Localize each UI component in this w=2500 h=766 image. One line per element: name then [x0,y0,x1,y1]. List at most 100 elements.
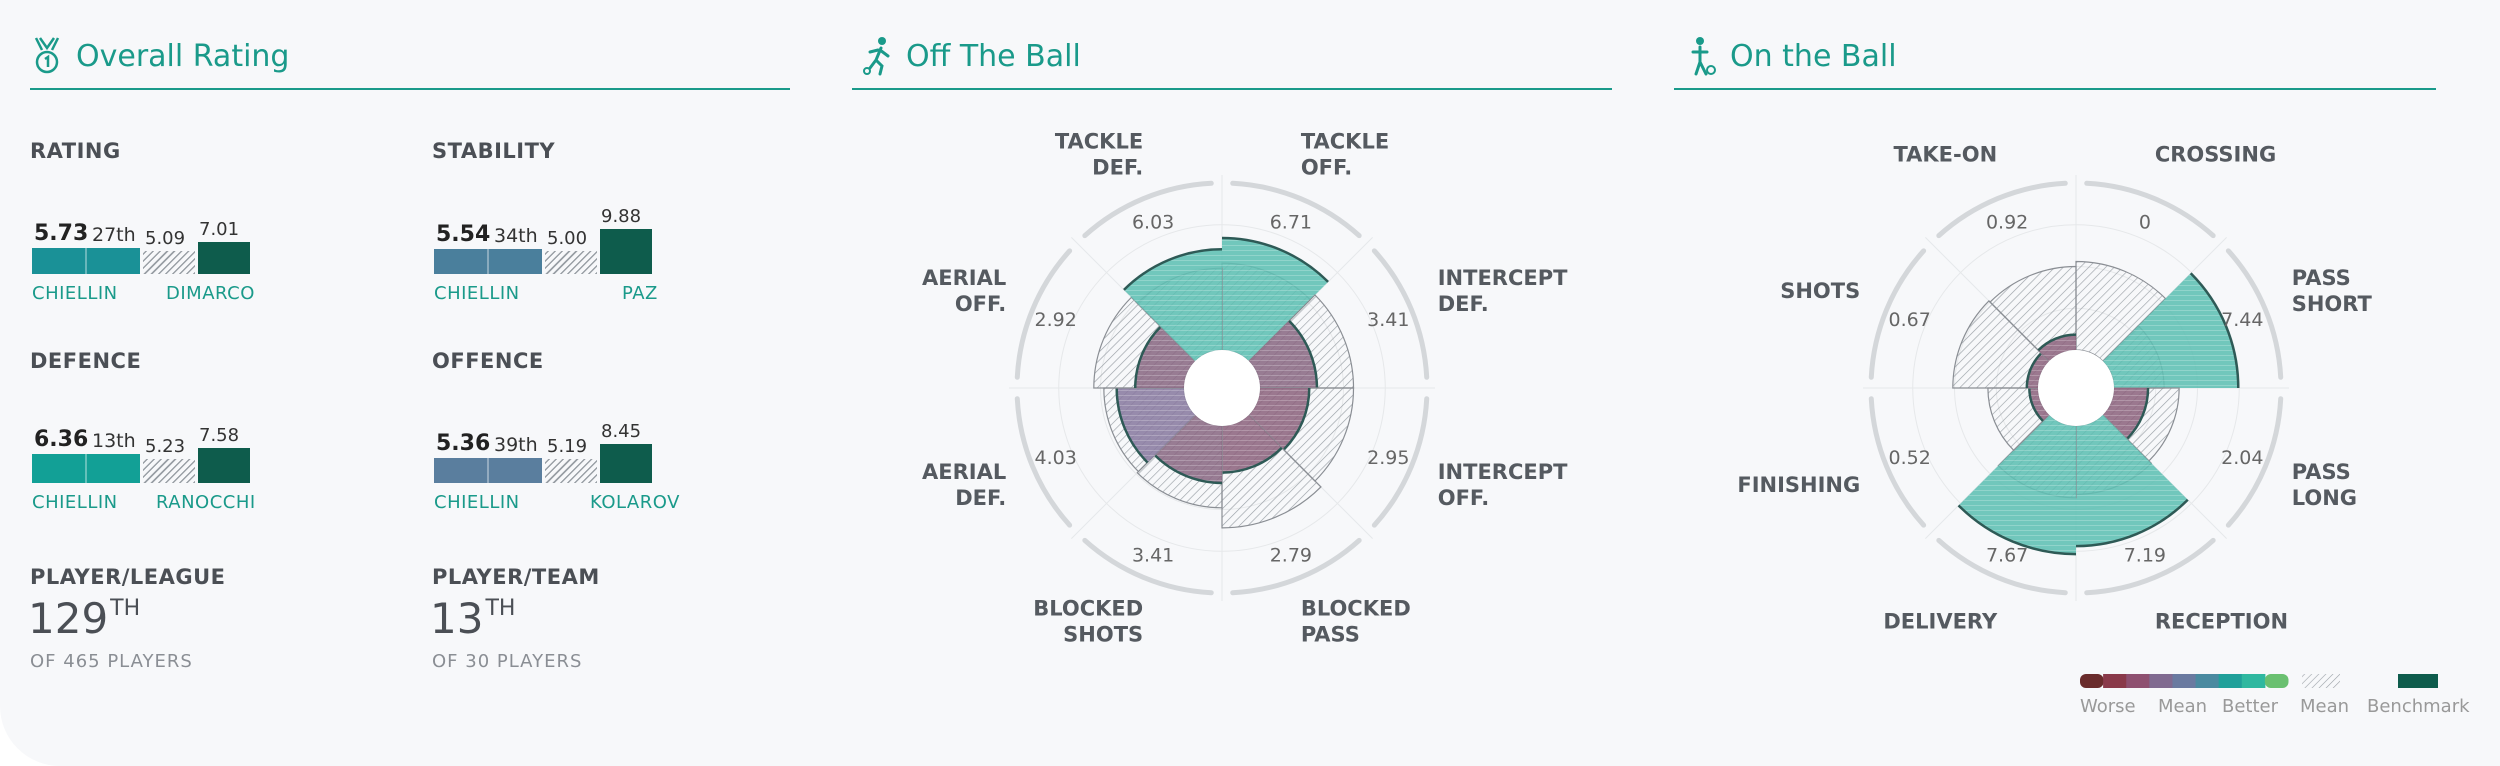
legend-worse: Worse [2080,696,2136,717]
legend-swatches [2080,674,2438,688]
value-sector-edge [1282,387,1311,451]
player-value: 6.36 [34,426,89,452]
axis-value-label: 4.03 [1035,447,1077,469]
axis-category-label: TAKE-ON [1893,142,1997,166]
axis-category-label: CROSSING [2155,142,2276,166]
legend-gradient-step [2195,674,2220,688]
value-sector-edge [2037,333,2077,352]
value-sector-edge [1221,236,1329,283]
player-bar [32,247,140,274]
metric-title-rating: RATING [30,139,121,163]
player-rank: 39th [494,434,538,457]
value-sector-texture [2029,388,2050,422]
outer-ring-arc [1230,180,1362,239]
on-ball-header: On the Ball [1684,31,1897,81]
value-sector-texture [2076,414,2188,547]
value-sector-texture [1154,414,1222,483]
outer-ring-arc [2084,537,2216,596]
value-sector-edge [1957,504,2077,556]
benchmark-value: 9.88 [601,205,642,227]
outer-ring-arc [1230,537,1362,596]
overall-rule [30,88,790,90]
axis-value-label: 2.92 [1035,309,1077,331]
legend-benchmark: Benchmark [2367,696,2470,717]
player-team-sub: OF 30 PLAYERS [432,651,583,672]
off-ball-header: Off The Ball [860,31,1081,81]
legend-benchmark-swatch [2398,674,2438,688]
value-sector-edge [1123,248,1223,291]
value-sector-texture [1116,388,1196,463]
value-sector-edge [2075,498,2189,548]
value-sector-texture [1222,414,1282,473]
legend-gradient-step [2080,674,2104,688]
offence-player-name: CHIELLIN [434,492,520,513]
legend-mean: Mean [2158,696,2208,717]
player-bar-divider [487,458,489,483]
player-bar [32,453,140,483]
metric-title-stability: STABILITY [432,139,556,163]
outer-ring-arc [2225,248,2284,380]
player-value: 5.54 [436,221,491,247]
legend-gradient-step [2264,674,2289,688]
defence-benchmark-name: RANOCCHI [156,492,256,513]
stability-benchmark-name: PAZ [622,283,658,304]
outer-ring-arc [1936,537,2068,596]
mean-value: 5.19 [547,436,588,458]
player-bar-divider [85,247,87,274]
outer-ring-arc [1014,248,1073,380]
player-value: 5.73 [34,220,89,246]
axis-value-label: 2.79 [1270,544,1312,566]
value-sector-edge [2028,387,2044,422]
benchmark-bar [198,448,250,483]
value-sector-texture [1248,320,1317,388]
player-team-title: PLAYER/TEAM [432,565,600,589]
value-sector-edge [1133,325,1162,389]
player-rank: 13th [92,429,136,452]
outer-ring-arc [1868,248,1927,380]
center-hole [2038,350,2114,426]
benchmark-bar [600,444,652,483]
axis-category-label: FINISHING [1737,473,1860,497]
mean-bar [143,458,195,483]
metric-title-defence: DEFENCE [30,349,142,373]
outer-ring-arc [1014,396,1073,528]
axis-value-label: 2.95 [1367,447,1409,469]
legend-gradient-step [2172,674,2197,688]
mean-bar [545,459,597,483]
center-hole [1184,350,1260,426]
legend-mean-swatch [2302,674,2340,688]
mean-value: 5.09 [145,227,186,249]
player-league-rank-suffix: TH [110,596,141,621]
legend-gradient-step [2218,674,2243,688]
legend-gradient-step [2241,674,2266,688]
benchmark-value: 7.58 [199,425,240,447]
legend-mean-pattern: Mean [2300,696,2350,717]
running-player-icon [863,37,890,76]
off-ball-rule [852,88,1612,90]
outer-ring-arc [2084,180,2216,239]
mean-bar [545,251,597,274]
outer-ring-arc [1082,537,1214,596]
axis-value-label: 0.67 [1889,309,1931,331]
player-team-rank-number: 13 [430,594,484,643]
player-team-rank: 13TH [430,594,515,643]
legend-gradient-step [2126,674,2150,688]
rating-benchmark-name: DIMARCO [166,283,255,304]
legend: Worse Mean Better Mean Benchmark [2080,672,2480,732]
overall-rating-title: Overall Rating [76,38,290,74]
off-ball-title: Off The Ball [906,38,1081,74]
legend-gradient-step [2103,674,2127,688]
value-sector-edge [2025,352,2043,389]
value-sector-edge [1153,454,1223,485]
on-ball-rule [1674,88,2436,90]
